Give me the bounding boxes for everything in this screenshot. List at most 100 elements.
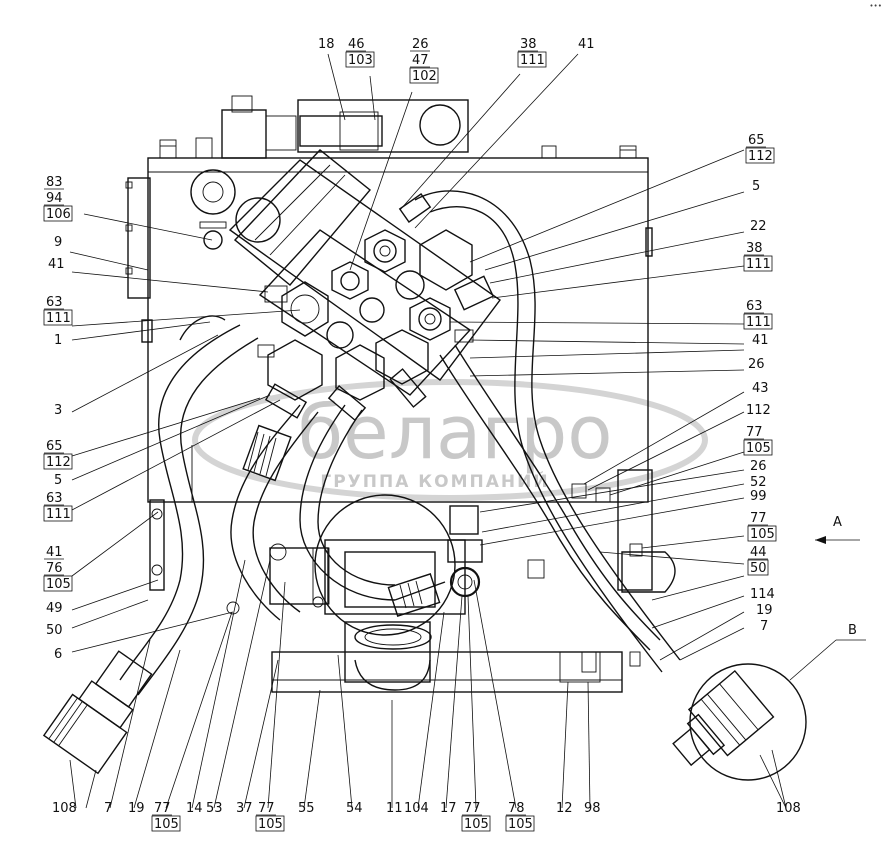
leader-line [479,469,745,513]
callout-c98: 98 [584,681,601,816]
leader-line [133,649,181,809]
callout-number: 77 [258,801,275,816]
leader-line [481,483,745,533]
callout-number: 108 [776,801,801,816]
leader-line [583,391,745,485]
leader-line [327,53,346,121]
leader-line [449,321,745,325]
callout-number: 105 [154,817,179,832]
callout-box [43,453,73,470]
leader-line [659,611,745,661]
callout-box [409,67,439,84]
callout-c26r2: 26 [479,459,767,513]
callout-c41l: 41 [48,257,269,293]
callout-number: 76 [46,561,63,576]
callout-box [461,815,491,832]
leader-line [267,581,286,809]
callout-number: 105 [46,577,71,592]
callout-number: 11 [386,801,403,816]
callout-number: 49 [46,601,63,616]
callout-number: 41 [48,257,65,272]
leader-line [587,411,745,491]
leader-line [651,575,745,601]
callout-c14: 14 [186,559,246,816]
callout-number: 37 [236,801,253,816]
callout-number: 19 [756,603,773,618]
leader-line [71,611,234,653]
leader-line [71,271,269,293]
callout-c99: 99 [479,489,767,546]
callout-box [517,51,547,68]
callout-number: 114 [750,587,775,602]
callout-number: 19 [128,801,145,816]
leader-line [71,397,261,457]
leader-line [303,689,321,809]
leader-line [71,334,219,413]
callout-number: 14 [186,801,203,816]
callout-c1: 1 [54,321,211,348]
callout-number: 18 [318,37,335,52]
callout-number: 112 [748,149,773,164]
callout-number: 26 [748,357,765,372]
callout-c6: 6 [54,611,234,662]
view-arrow-A: А [815,515,860,544]
callout-c108l: 108 [52,759,97,816]
leader-line [417,611,445,809]
callout-c19r: 19 [659,603,773,661]
leader-line [83,213,213,241]
callout-number: 65 [748,133,765,148]
callout-c5r: 5 [484,179,760,271]
callout-box [505,815,535,832]
callout-number: 99 [750,489,767,504]
callout-number: 55 [298,801,315,816]
callout-box [43,575,73,592]
callout-c49: 49 [46,579,159,616]
callout-number: 78 [508,801,525,816]
callout-number: 22 [750,219,767,234]
callout-c22: 22 [489,219,767,284]
leader-line [399,73,521,211]
callout-number: 105 [746,441,771,456]
callout-number: 26 [412,37,429,52]
detail-view-B [672,663,807,781]
side-bracket-left [149,499,165,591]
callout-number: 111 [746,315,771,330]
callout-box [345,51,375,68]
callout-number: 111 [520,53,545,68]
leader-line [491,265,745,299]
leader-line [109,639,151,809]
callout-number: 12 [556,801,573,816]
callout-number: 106 [46,207,71,222]
callout-box [747,525,777,542]
callout-number: 41 [46,545,63,560]
leader-line [651,595,745,629]
callout-number: 77 [464,801,481,816]
hoses [119,190,681,696]
callout-number: 65 [46,439,63,454]
callout-box [743,255,773,272]
callout-c7r: 7 [679,619,768,661]
leader-line [679,627,745,661]
callout-number: 63 [46,491,63,506]
callout-c7b: 7 [104,639,151,816]
callout-number: 105 [508,817,533,832]
view-label-B: В [848,623,857,638]
callout-c18: 18 [318,37,346,121]
callout-number: 7 [104,801,112,816]
callout-number: 5 [752,179,760,194]
leader-line [69,251,149,271]
callout-number: 38 [746,241,763,256]
callout-number: 9 [54,235,62,250]
callout-number: 94 [46,191,63,206]
leader-line [469,339,745,345]
